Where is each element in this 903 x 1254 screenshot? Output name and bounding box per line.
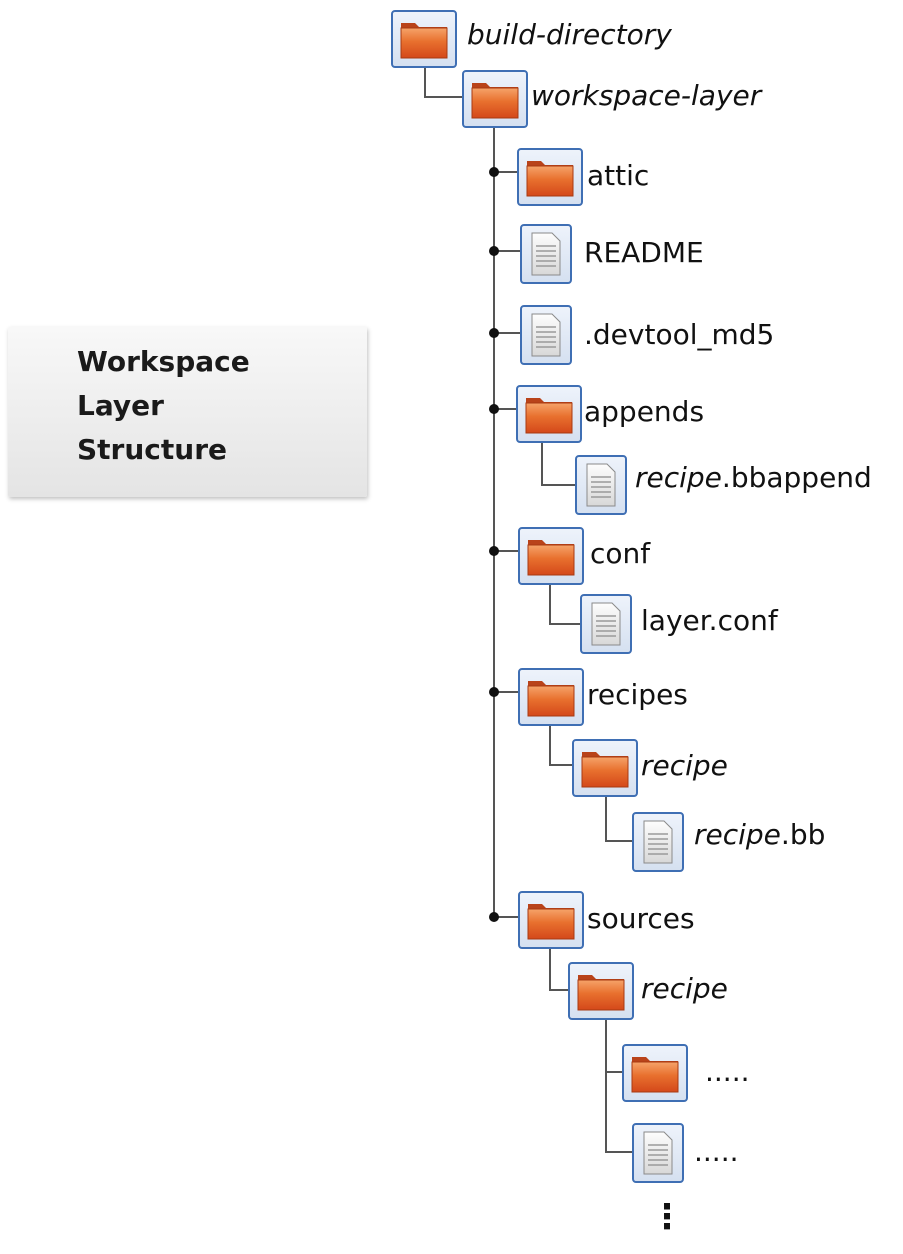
layer-conf-label: layer.conf — [641, 604, 778, 637]
build-directory-label: build-directory — [467, 18, 672, 51]
branch-dot — [489, 912, 499, 922]
readme-label: README — [584, 236, 704, 269]
sources-label: sources — [587, 902, 695, 935]
appends-label: appends — [584, 395, 705, 428]
bbappend-label-ext: .bbappend — [721, 461, 872, 494]
branch-dot — [489, 404, 499, 414]
branch-dot — [489, 328, 499, 338]
title-line-1: Workspace — [77, 345, 250, 378]
branch-dot — [489, 167, 499, 177]
folder-icon — [518, 891, 584, 949]
bbappend-label-italic: recipe — [635, 461, 722, 494]
sources-recipe-label: recipe — [641, 972, 728, 1005]
file-icon — [520, 224, 572, 284]
recipe-bb-label-ext: .bb — [780, 818, 826, 851]
folder-icon — [516, 385, 582, 443]
workspace-layer-label: workspace-layer — [531, 79, 762, 112]
branch-dot — [489, 687, 499, 697]
file-icon — [520, 305, 572, 365]
attic-label: attic — [587, 159, 650, 192]
branch-dot — [489, 246, 499, 256]
folder-icon — [517, 148, 583, 206]
folder-icon — [518, 527, 584, 585]
branch-dot — [489, 546, 499, 556]
file-icon — [632, 812, 684, 872]
folder-icon — [518, 668, 584, 726]
file-icon — [575, 455, 627, 515]
recipe-bb-label: recipe.bb — [694, 818, 825, 852]
diagram-title: Workspace Layer Structure — [77, 340, 337, 472]
recipes-label: recipes — [587, 678, 688, 711]
folder-icon — [462, 70, 528, 128]
file-icon — [580, 594, 632, 654]
folder-icon — [568, 962, 634, 1020]
devtool-md5-label: .devtool_md5 — [584, 318, 775, 351]
title-box — [8, 327, 367, 497]
file-icon — [632, 1123, 684, 1183]
continuation-ellipsis: ⋮ — [650, 1197, 684, 1237]
title-line-2: Layer — [77, 389, 164, 422]
folder-icon — [622, 1044, 688, 1102]
folder-icon — [572, 739, 638, 797]
title-line-3: Structure — [77, 433, 228, 466]
sources-folder-more-label: ..... — [705, 1055, 750, 1088]
folder-icon — [391, 10, 457, 68]
recipes-recipe-label: recipe — [641, 749, 728, 782]
bbappend-label: recipe.bbappend — [635, 461, 872, 495]
sources-file-more-label: ..... — [694, 1135, 739, 1168]
recipe-bb-label-italic: recipe — [694, 818, 781, 851]
conf-label: conf — [590, 537, 651, 570]
